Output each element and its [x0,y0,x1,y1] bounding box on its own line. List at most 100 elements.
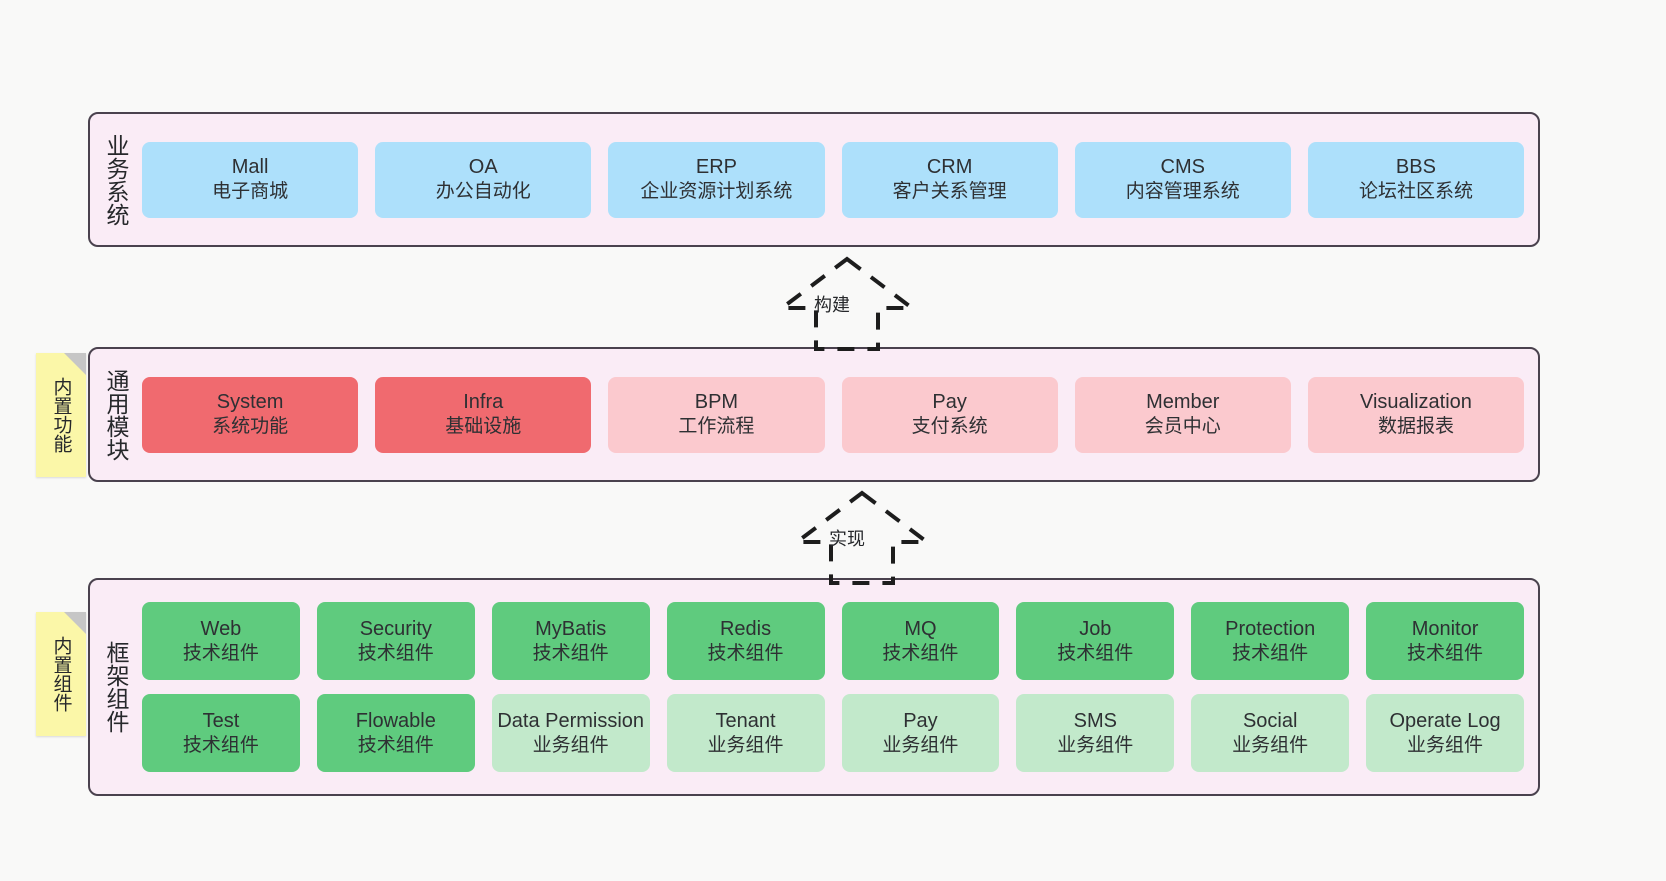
box-web-en: Web [200,617,242,640]
box-operate-log-cn: 业务组件 [1407,734,1484,756]
box-sms-cn: 业务组件 [1057,734,1134,756]
box-pay-component-en: Pay [903,709,938,732]
box-test[interactable]: Test 技术组件 [142,694,300,772]
sticky-fold-icon [64,612,86,634]
box-erp-cn: 企业资源计划系统 [640,181,793,203]
box-pay-module[interactable]: Pay 支付系统 [841,376,1058,453]
box-system[interactable]: System 系统功能 [142,376,359,453]
layer-body-framework: Web 技术组件 Security 技术组件 MyBatis 技术组件 Redi… [140,580,1538,794]
box-mall[interactable]: Mall 电子商城 [142,141,359,218]
box-infra[interactable]: Infra 基础设施 [375,376,592,453]
box-mybatis-en: MyBatis [535,617,607,640]
arrow-build-shape [776,256,918,351]
box-bbs-cn: 论坛社区系统 [1358,181,1473,203]
box-oa-cn: 办公自动化 [435,181,531,203]
box-mybatis[interactable]: MyBatis 技术组件 [491,602,650,680]
box-bbs[interactable]: BBS 论坛社区系统 [1307,141,1525,218]
box-flowable[interactable]: Flowable 技术组件 [316,694,475,772]
box-mq[interactable]: MQ 技术组件 [841,602,1000,680]
sticky-note-builtin-components-label: 内置组件 [50,636,72,712]
box-visualization[interactable]: Visualization 数据报表 [1307,376,1525,453]
box-test-cn: 技术组件 [182,734,259,756]
sticky-note-builtin-features: 内置功能 [36,353,86,477]
box-data-permission-cn: 业务组件 [532,734,609,756]
box-security-cn: 技术组件 [357,642,434,664]
box-sms-en: SMS [1073,709,1117,732]
box-web[interactable]: Web 技术组件 [142,602,300,680]
row-business-1: Mall 电子商城 OA 办公自动化 ERP 企业资源计划系统 CRM 客户关系… [142,141,1525,218]
layer-business-systems: 业务系统 Mall 电子商城 OA 办公自动化 ERP 企业资源计划系统 CRM… [88,112,1540,247]
box-oa-en: OA [468,156,498,179]
box-erp[interactable]: ERP 企业资源计划系统 [608,141,825,218]
box-member[interactable]: Member 会员中心 [1074,376,1291,453]
box-pay-module-cn: 支付系统 [911,416,988,438]
box-web-cn: 技术组件 [182,642,259,664]
box-bbs-en: BBS [1395,156,1436,179]
box-infra-cn: 基础设施 [445,416,522,438]
arrow-implement-shape [791,490,933,585]
box-flowable-cn: 技术组件 [357,734,434,756]
box-job-cn: 技术组件 [1057,642,1134,664]
box-flowable-en: Flowable [355,709,436,732]
row-framework-business: Test 技术组件 Flowable 技术组件 Data Permission … [142,694,1524,772]
box-sms[interactable]: SMS 业务组件 [1016,694,1175,772]
box-mall-en: Mall [231,156,269,179]
box-redis-en: Redis [719,617,772,640]
box-data-permission-en: Data Permission [497,709,645,732]
box-bpm-en: BPM [694,391,739,414]
box-monitor-cn: 技术组件 [1407,642,1484,664]
box-pay-module-en: Pay [932,391,967,414]
box-cms-cn: 内容管理系统 [1125,181,1240,203]
box-member-cn: 会员中心 [1144,416,1221,438]
box-visualization-cn: 数据报表 [1377,416,1454,438]
sticky-note-builtin-components: 内置组件 [36,612,86,736]
box-social-cn: 业务组件 [1232,734,1309,756]
box-protection[interactable]: Protection 技术组件 [1191,602,1350,680]
box-protection-en: Protection [1225,617,1316,640]
box-infra-en: Infra [463,391,504,414]
box-mq-en: MQ [904,617,937,640]
box-job-en: Job [1079,617,1112,640]
sticky-note-builtin-features-label: 内置功能 [50,377,72,453]
box-monitor[interactable]: Monitor 技术组件 [1366,602,1524,680]
box-operate-log[interactable]: Operate Log 业务组件 [1366,694,1524,772]
layer-body-business: Mall 电子商城 OA 办公自动化 ERP 企业资源计划系统 CRM 客户关系… [140,114,1538,245]
box-social-en: Social [1242,709,1298,732]
box-crm[interactable]: CRM 客户关系管理 [841,141,1058,218]
box-data-permission[interactable]: Data Permission 业务组件 [491,694,650,772]
box-job[interactable]: Job 技术组件 [1016,602,1175,680]
box-mall-cn: 电子商城 [212,181,289,203]
box-pay-component[interactable]: Pay 业务组件 [841,694,1000,772]
box-cms-en: CMS [1160,156,1205,179]
box-test-en: Test [202,709,240,732]
box-security[interactable]: Security 技术组件 [316,602,475,680]
box-tenant-cn: 业务组件 [707,734,784,756]
box-pay-component-cn: 业务组件 [882,734,959,756]
row-common-1: System 系统功能 Infra 基础设施 BPM 工作流程 Pay 支付系统… [142,376,1525,453]
box-erp-en: ERP [695,156,737,179]
box-crm-cn: 客户关系管理 [892,181,1007,203]
connector-implement-label: 实现 [829,529,865,549]
box-tenant-en: Tenant [715,709,776,732]
box-tenant[interactable]: Tenant 业务组件 [666,694,825,772]
box-social[interactable]: Social 业务组件 [1191,694,1350,772]
box-visualization-en: Visualization [1359,391,1472,414]
box-oa[interactable]: OA 办公自动化 [375,141,592,218]
connector-build-label: 构建 [814,295,850,315]
box-bpm-cn: 工作流程 [678,416,755,438]
box-monitor-en: Monitor [1411,617,1479,640]
layer-title-business: 业务系统 [102,133,129,226]
layer-framework-components: 框架组件 Web 技术组件 Security 技术组件 MyBatis 技术组件… [88,578,1540,796]
box-redis[interactable]: Redis 技术组件 [666,602,825,680]
layer-body-common: System 系统功能 Infra 基础设施 BPM 工作流程 Pay 支付系统… [140,349,1538,480]
box-cms[interactable]: CMS 内容管理系统 [1074,141,1291,218]
box-redis-cn: 技术组件 [707,642,784,664]
box-bpm[interactable]: BPM 工作流程 [608,376,825,453]
box-mq-cn: 技术组件 [882,642,959,664]
layer-title-common: 通用模块 [102,368,129,461]
box-protection-cn: 技术组件 [1232,642,1309,664]
box-system-en: System [216,391,284,414]
connector-build: 构建 [752,253,942,353]
connector-implement: 实现 [767,487,957,587]
